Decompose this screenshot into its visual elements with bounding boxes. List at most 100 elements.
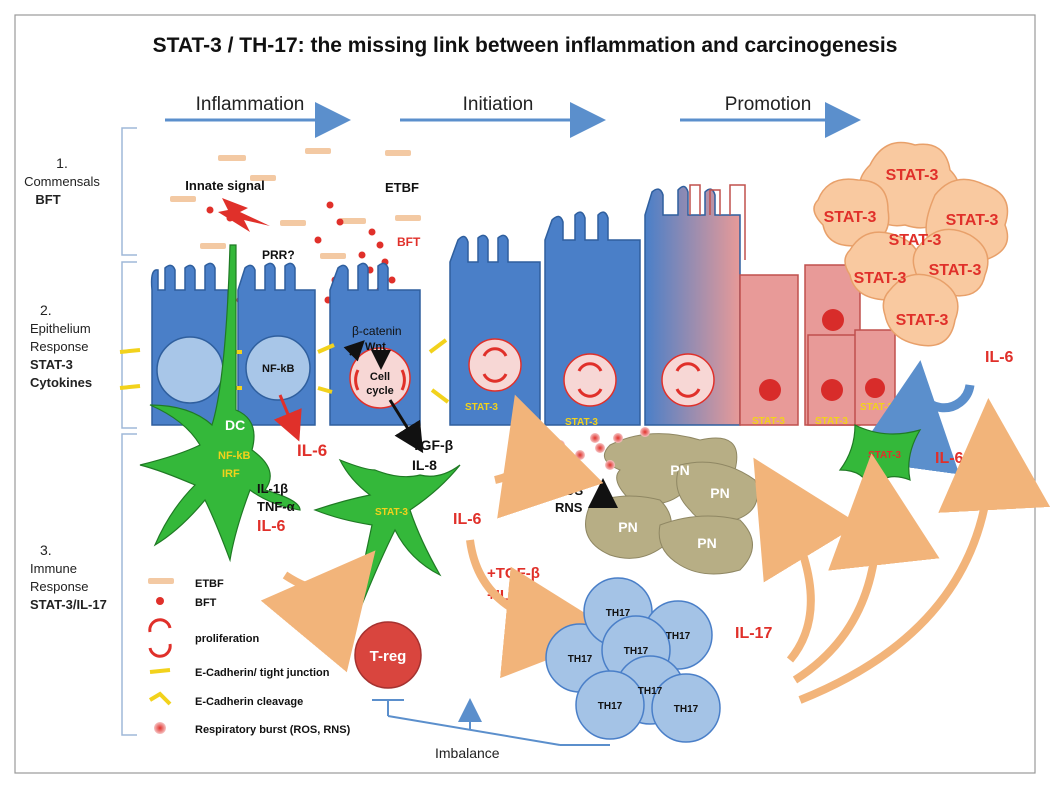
svg-text:STAT-3: STAT-3: [824, 209, 877, 226]
stat3-cloud-labels: STAT-3 STAT-3 STAT-3 STAT-3 STAT-3 STAT-…: [824, 167, 999, 329]
stat3-immune-label: STAT-3: [375, 507, 408, 518]
imbalance-bar: [372, 698, 610, 746]
dc-label: DC: [225, 417, 245, 433]
dc-irf-label: IRF: [222, 468, 240, 480]
svg-text:E-Cadherin cleavage: E-Cadherin cleavage: [195, 696, 303, 708]
imbalance-label: Imbalance: [435, 745, 500, 761]
svg-text:STAT-3: STAT-3: [946, 212, 999, 229]
svg-text:BFT: BFT: [195, 597, 217, 609]
svg-text:ETBF: ETBF: [195, 578, 224, 590]
svg-text:Cytokines: Cytokines: [30, 375, 92, 390]
cell-nucleus: [349, 347, 411, 409]
tight-junction-icon: [149, 668, 171, 674]
innate-signal-label: Innate signal: [185, 178, 264, 193]
legend-item-cleavage: E-Cadherin cleavage: [148, 691, 303, 708]
th17-labels: TH17 TH17 TH17 TH17 TH17 TH17 TH17: [568, 608, 699, 715]
cell-nucleus: [468, 338, 522, 392]
legend-item-proliferation: proliferation: [148, 618, 259, 658]
treg-label: T-reg: [370, 648, 407, 665]
stat3-tumor-label: STAT-3: [815, 416, 848, 427]
il8-label: IL-8: [412, 457, 437, 473]
epithelial-cell: [237, 262, 316, 426]
legend: ETBF BFT proliferation E-Cadherin/ tight…: [148, 578, 351, 736]
stat3-immune-cell: [313, 458, 461, 636]
svg-text:Inflammation: Inflammation: [196, 94, 305, 115]
il6-label: IL-6: [297, 441, 327, 460]
svg-text:TH17: TH17: [568, 654, 593, 665]
pn-cells: [585, 433, 758, 575]
orange-arrows: [260, 394, 1050, 704]
autocrine-loop-arrow: [852, 360, 975, 475]
etbf-bar-icon: [148, 578, 174, 584]
svg-text:TH17: TH17: [638, 686, 663, 697]
etbf-bars: [170, 148, 421, 259]
svg-text:STAT-3: STAT-3: [896, 312, 949, 329]
il6-right-immune-label: IL-6: [935, 450, 964, 467]
stat3-right-immune-label: STAT-3: [868, 450, 901, 461]
b-catenin-label: β-catenin: [352, 324, 402, 338]
il6-mid-label: IL-6: [453, 511, 482, 528]
il6-right-label: IL-6: [985, 349, 1014, 366]
svg-text:STAT-3: STAT-3: [889, 232, 942, 249]
phase-inflammation: Inflammation: [165, 94, 351, 138]
figure-title: STAT-3 / TH-17: the missing link between…: [153, 34, 898, 57]
epithelium-layer: [150, 185, 741, 426]
legend-item-bft: BFT: [156, 597, 217, 609]
nfkb-label: NF-kB: [262, 363, 294, 375]
epithelial-cell: [449, 234, 541, 426]
tgfb-arrow: [388, 399, 424, 454]
svg-text:1.: 1.: [56, 155, 68, 171]
legend-item-etbf: ETBF: [148, 578, 224, 590]
epithelial-cell: [544, 211, 641, 426]
stat3-tumor-label: STAT-3: [752, 416, 785, 427]
svg-text:STAT-3: STAT-3: [929, 262, 982, 279]
plus-tgfb-label: +TGF-β: [487, 565, 540, 582]
cycle-label: cycle: [366, 385, 394, 397]
legend-item-tight-junction: E-Cadherin/ tight junction: [149, 667, 330, 679]
phase-initiation: Initiation: [400, 94, 606, 138]
cell-nucleus: [563, 353, 617, 407]
svg-text:Initiation: Initiation: [463, 94, 534, 115]
prr-label: PRR?: [262, 248, 295, 262]
svg-text:STAT-3/IL-17: STAT-3/IL-17: [30, 597, 107, 612]
cell-nucleus: [156, 336, 224, 404]
respiratory-burst-icon: [154, 722, 166, 734]
epithelial-cell: [150, 262, 229, 426]
wnt-label: Wnt: [365, 341, 386, 353]
stat3-epi-label: STAT-3: [465, 402, 498, 413]
il17-label: IL-17: [735, 625, 772, 642]
dendritic-cell: [139, 244, 301, 563]
figure-frame: [14, 14, 1036, 774]
tgfb-label: TGF-β: [412, 437, 454, 453]
dc-nfkb-label: NF-kB: [218, 450, 250, 462]
svg-text:STAT-3: STAT-3: [886, 167, 939, 184]
stat3-tumor-label: STAT-3: [860, 402, 893, 413]
il1b-label: IL-1β: [257, 481, 288, 496]
pn-cell: [658, 515, 753, 575]
stat3-cloud: [813, 141, 1009, 347]
th17-cell: [575, 670, 645, 740]
epithelial-cell: [329, 262, 421, 426]
bft-dot-icon: [156, 597, 164, 605]
svg-text:PN: PN: [710, 485, 729, 501]
legend-item-respiratory-burst: Respiratory burst (ROS, RNS): [154, 722, 351, 736]
svg-text:Respiratory burst (ROS, RNS): Respiratory burst (ROS, RNS): [195, 724, 351, 736]
stat3-epi-label: STAT-3: [565, 417, 598, 428]
bft-label: BFT: [397, 235, 421, 249]
cell-nucleus: [245, 335, 311, 401]
proliferation-arrows-icon: [148, 618, 172, 633]
row-label-commensals: 1. Commensals BFT: [24, 155, 100, 207]
svg-text:TH17: TH17: [666, 631, 691, 642]
svg-text:E-Cadherin/ tight junction: E-Cadherin/ tight junction: [195, 667, 330, 679]
svg-text:BFT: BFT: [35, 192, 60, 207]
lightning-icon: [218, 198, 270, 232]
e-cadherin-cleavage-icon: [148, 691, 172, 706]
cell-nucleus: [661, 353, 715, 407]
pn-labels: PN PN PN PN: [618, 462, 729, 551]
svg-text:TH17: TH17: [674, 704, 699, 715]
row-label-epithelium: 2. Epithelium Response STAT-3 Cytokines: [30, 302, 92, 390]
svg-text:Epithelium: Epithelium: [30, 321, 91, 336]
svg-text:PN: PN: [670, 462, 689, 478]
row-braces: [121, 127, 137, 736]
